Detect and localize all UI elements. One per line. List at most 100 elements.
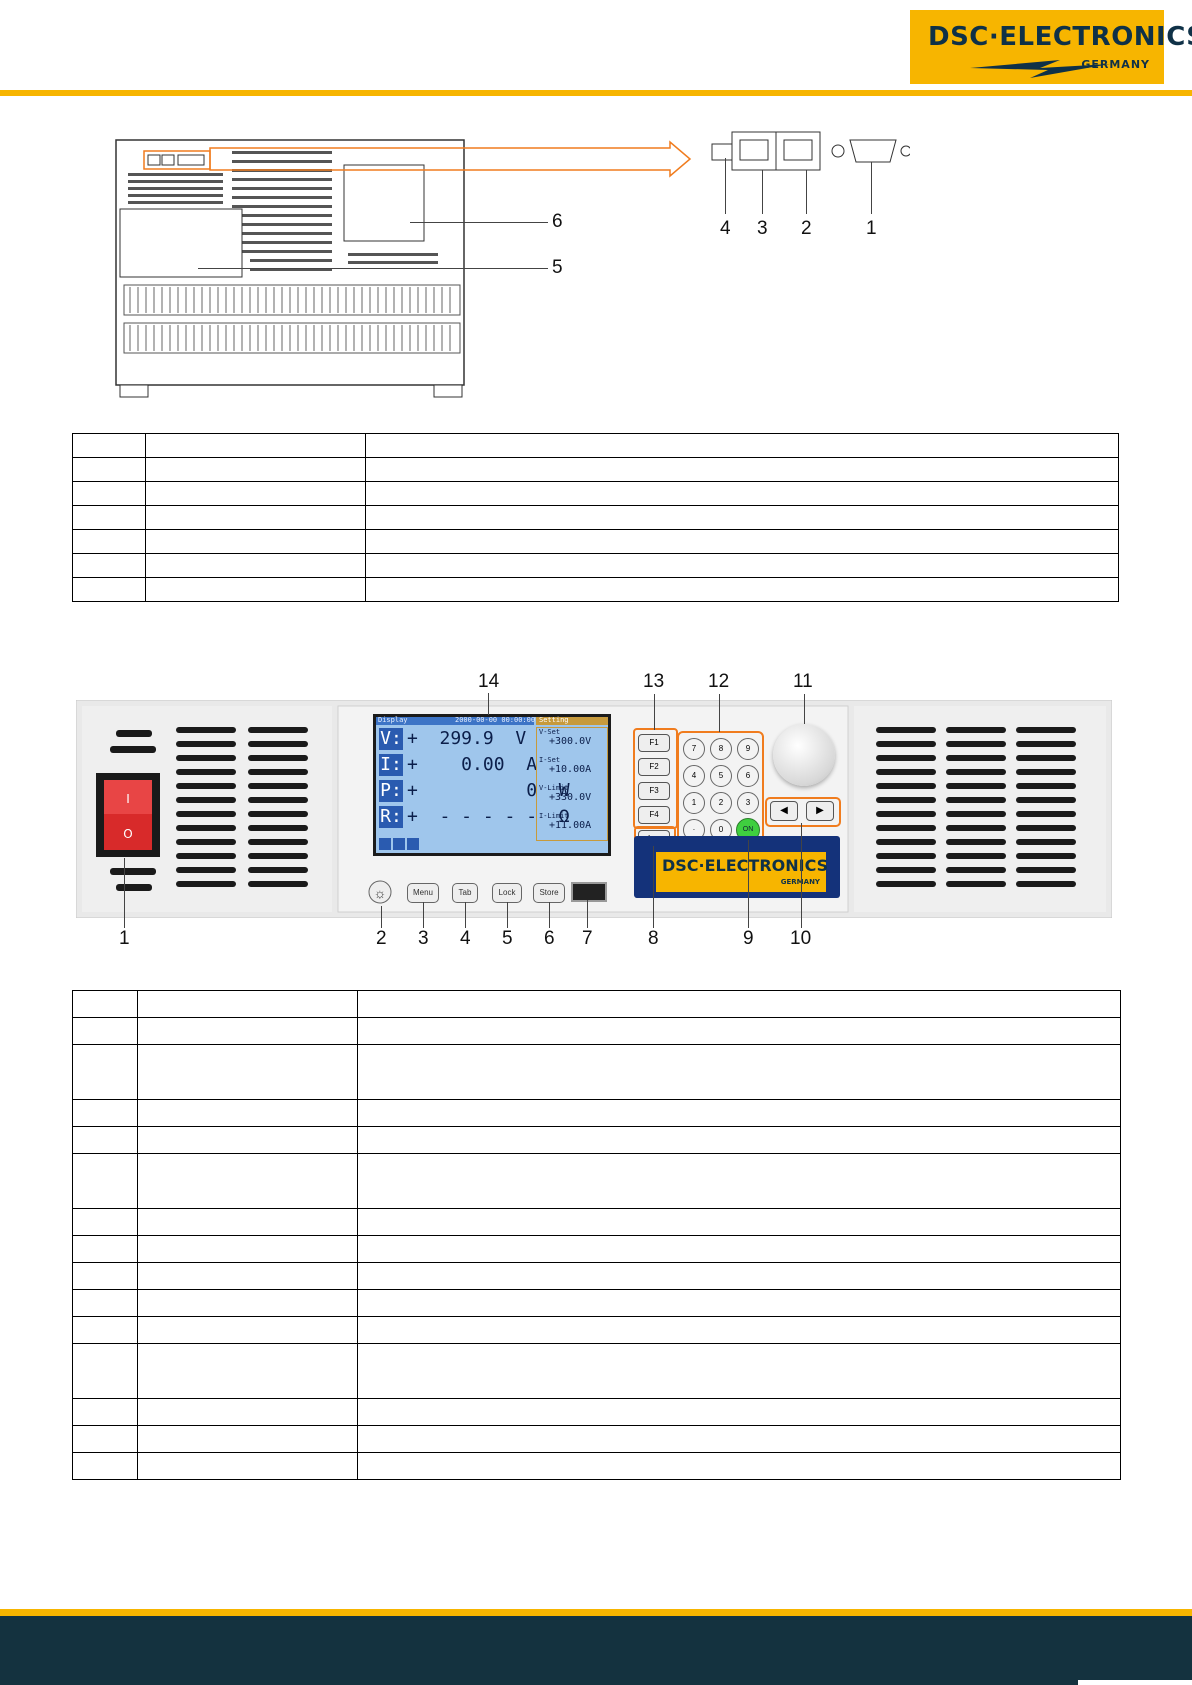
lcd-label-v: V: — [379, 728, 403, 750]
front-callout-6: 6 — [544, 928, 555, 949]
leader-line — [654, 694, 655, 730]
rear-callout-3: 3 — [757, 218, 768, 239]
leader-line — [549, 902, 550, 928]
brightness-icon[interactable]: ☼ — [373, 885, 387, 901]
leader-line — [198, 268, 548, 269]
f4-button[interactable]: F4 — [638, 806, 670, 824]
front-callout-3: 3 — [418, 928, 429, 949]
panel-logo: DSC·ELECTRONICS GERMANY — [656, 852, 829, 892]
lcd-tab-display: Display — [378, 716, 408, 724]
lcd-value-v: + 299.9 V — [407, 728, 527, 749]
footer-rule — [0, 1609, 1192, 1616]
lcd-setting-name: I-Set — [539, 756, 561, 764]
panel-logo-subtitle: GERMANY — [781, 878, 820, 886]
keypad-key-4[interactable]: 4 — [683, 765, 705, 787]
lcd-label-r: R: — [379, 806, 403, 828]
front-callout-14: 14 — [478, 671, 500, 692]
leader-line — [507, 902, 508, 928]
panel-logo-text: DSC·ELECTRONICS — [662, 856, 829, 875]
svg-text:O: O — [123, 827, 132, 841]
company-logo: DSC·ELECTRONICS GERMANY — [910, 10, 1192, 84]
leader-line — [381, 906, 382, 928]
rear-callout-2: 2 — [801, 218, 812, 239]
logo-subtitle: GERMANY — [1081, 58, 1150, 71]
keypad-key-9[interactable]: 9 — [737, 738, 759, 760]
lcd-setting-name: I-Limit — [539, 812, 569, 820]
f3-button[interactable]: F3 — [638, 782, 670, 800]
left-arrow-button[interactable]: ◀ — [770, 801, 798, 821]
front-callout-11: 11 — [793, 671, 813, 692]
keypad-key-1[interactable]: 1 — [683, 792, 705, 814]
front-callout-9: 9 — [743, 928, 754, 949]
rotary-knob[interactable] — [773, 724, 835, 786]
keypad-key-0[interactable]: 0 — [710, 819, 732, 841]
lcd-setting-name: V-Set — [539, 728, 561, 736]
lcd-tab-setting: Setting — [539, 716, 569, 724]
front-callout-2: 2 — [376, 928, 387, 949]
leader-line — [465, 902, 466, 928]
front-callout-13: 13 — [643, 671, 665, 692]
rear-panel-drawing — [115, 139, 465, 398]
keypad-key-5[interactable]: 5 — [710, 765, 732, 787]
lcd-setting-value: +11.00A — [549, 820, 592, 831]
keypad-key-2[interactable]: 2 — [710, 792, 732, 814]
front-callout-4: 4 — [460, 928, 471, 949]
keypad-key-6[interactable]: 6 — [737, 765, 759, 787]
page-number-box — [1078, 1680, 1192, 1685]
display-button-row — [368, 880, 392, 904]
header-rule — [0, 90, 1192, 96]
logo-text: DSC·ELECTRONICS — [928, 22, 1192, 52]
lcd-setting-value: +10.00A — [549, 764, 592, 775]
front-callout-12: 12 — [708, 671, 730, 692]
lcd-display: Display 2000-00-00 00:00:00 Setting V: +… — [373, 714, 611, 856]
keypad-key-8[interactable]: 8 — [710, 738, 732, 760]
rear-connectors-detail — [711, 131, 910, 171]
leader-line — [719, 694, 720, 732]
usb-port[interactable] — [571, 882, 607, 902]
rear-panel-table — [72, 433, 1119, 602]
svg-text:I: I — [126, 792, 130, 806]
status-icon — [393, 838, 405, 850]
lcd-label-p: P: — [379, 780, 403, 802]
lightning-bolt-icon — [970, 60, 1110, 78]
tab-button[interactable]: Tab — [452, 883, 478, 903]
front-callout-7: 7 — [582, 928, 593, 949]
leader-line — [410, 222, 548, 223]
lcd-label-i: I: — [379, 754, 403, 776]
status-icon — [379, 838, 391, 850]
arrow-key-group — [765, 797, 841, 827]
keypad-key-7[interactable]: 7 — [683, 738, 705, 760]
lcd-setting-name: V-Limit — [539, 784, 569, 792]
lcd-value-i: + 0.00 A — [407, 754, 538, 775]
footer-band — [0, 1616, 1192, 1685]
lcd-setting-value: +300.0V — [549, 736, 592, 747]
leader-line — [124, 858, 125, 928]
zoom-arrow — [209, 140, 692, 178]
rear-callout-5: 5 — [552, 257, 563, 278]
front-callout-10: 10 — [790, 928, 812, 949]
leader-line — [653, 846, 654, 928]
store-button[interactable]: Store — [533, 883, 565, 903]
leader-line — [725, 158, 726, 214]
rear-callout-4: 4 — [720, 218, 731, 239]
menu-button[interactable]: Menu — [407, 883, 439, 903]
right-arrow-button[interactable]: ▶ — [806, 801, 834, 821]
leader-line — [801, 823, 802, 928]
leader-line — [488, 693, 489, 715]
leader-line — [423, 902, 424, 928]
front-callout-1: 1 — [119, 928, 130, 949]
front-panel-table — [72, 990, 1121, 1480]
lcd-value-p: + 0 W — [407, 780, 570, 801]
f2-button[interactable]: F2 — [638, 758, 670, 776]
lcd-value-r: + - - - - - Ω — [407, 806, 570, 827]
leader-line — [806, 170, 807, 214]
front-callout-8: 8 — [648, 928, 659, 949]
lock-button[interactable]: Lock — [492, 883, 522, 903]
leader-line — [804, 694, 805, 724]
rear-callout-6: 6 — [552, 211, 563, 232]
f1-button[interactable]: F1 — [638, 734, 670, 752]
lcd-setting-value: +330.0V — [549, 792, 592, 803]
leader-line — [587, 900, 588, 928]
keypad-key-3[interactable]: 3 — [737, 792, 759, 814]
rear-callout-1: 1 — [866, 218, 877, 239]
